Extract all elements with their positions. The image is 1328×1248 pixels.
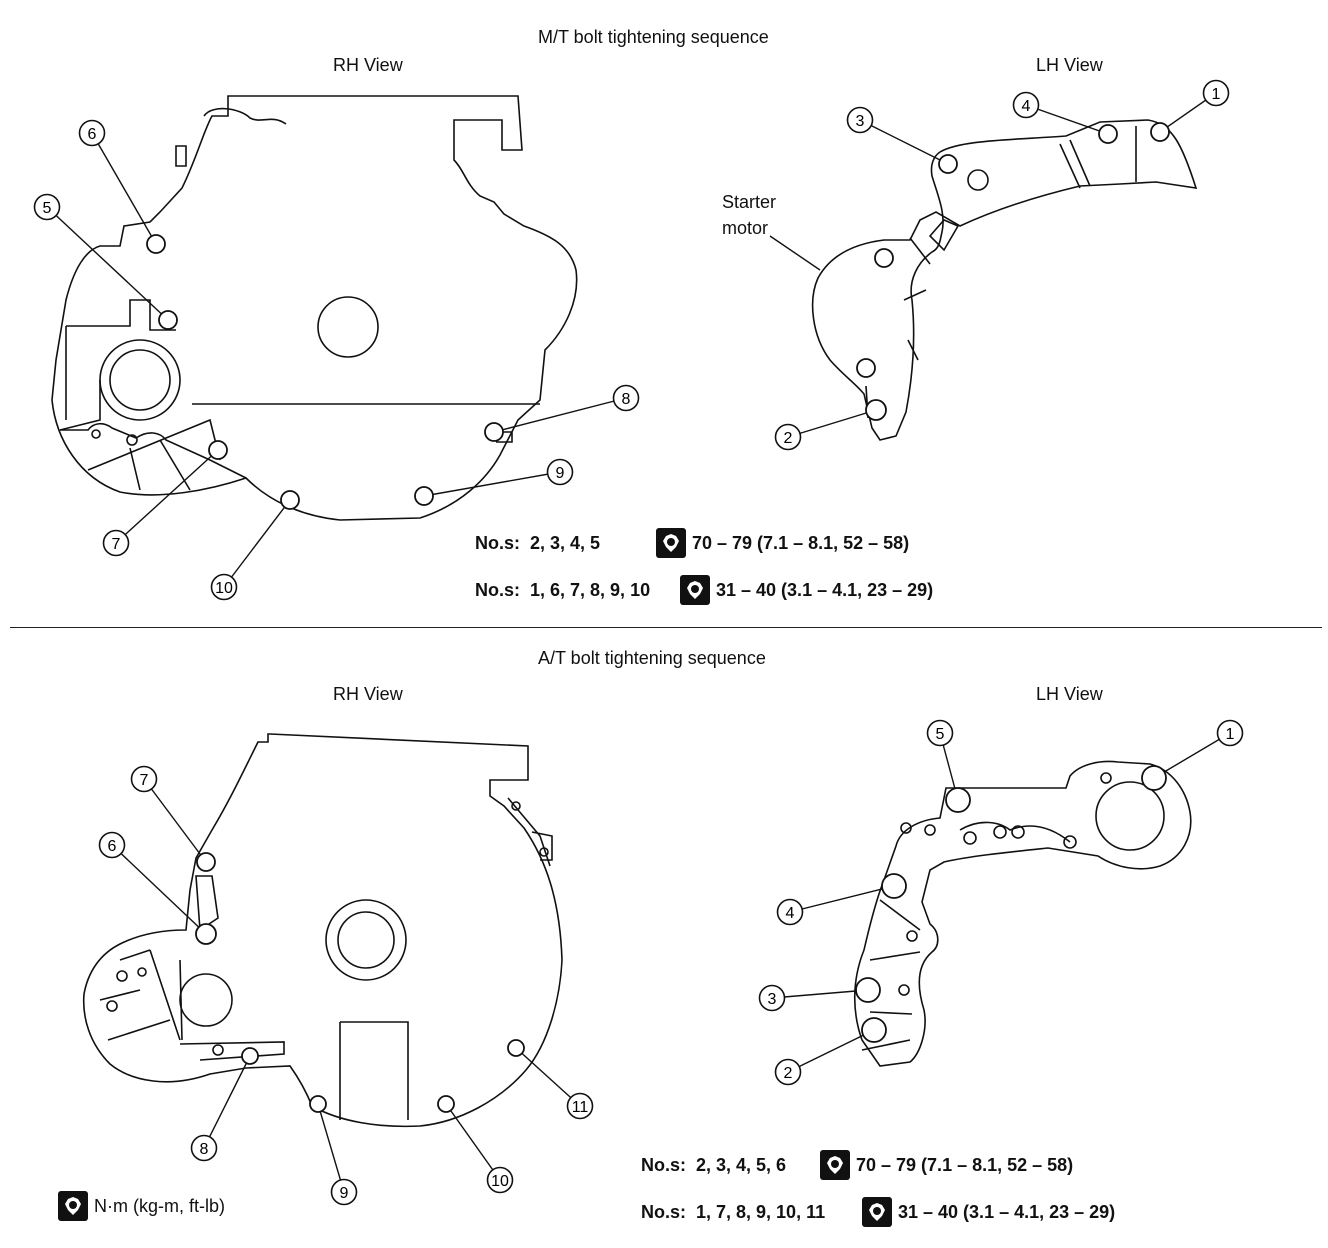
svg-text:1: 1 xyxy=(1212,86,1221,103)
svg-text:4: 4 xyxy=(786,905,795,922)
mt-lh-callout-4: 4 xyxy=(1012,91,1040,119)
mt-rh-callout-6: 6 xyxy=(78,119,106,147)
svg-text:5: 5 xyxy=(43,200,52,217)
at-rh-callout-6: 6 xyxy=(98,831,126,859)
at-torque-row-1: No.s: 2, 3, 4, 5, 6 70 – 79 (7.1 – 8.1, … xyxy=(641,1150,1073,1180)
torque-value: 31 – 40 (3.1 – 4.1, 23 – 29) xyxy=(898,1201,1116,1222)
at-rh-case xyxy=(82,733,563,1128)
svg-text:9: 9 xyxy=(556,465,565,482)
mt-rh-view-label: RH View xyxy=(333,55,403,75)
torque-prefix: No.s: xyxy=(641,1201,686,1222)
torque-numbers: 1, 6, 7, 8, 9, 10 xyxy=(530,579,651,600)
section-divider xyxy=(10,627,1322,628)
starter-label-1: Starter xyxy=(722,192,777,212)
torque-value: 70 – 79 (7.1 – 8.1, 52 – 58) xyxy=(856,1154,1074,1175)
torque-prefix: No.s: xyxy=(641,1154,686,1175)
at-lh-callout-3: 3 xyxy=(758,984,786,1012)
torque-numbers: 2, 3, 4, 5, 6 xyxy=(696,1154,787,1175)
legend-unit-text: N·m (kg-m, ft-lb) xyxy=(94,1195,225,1216)
leader-lines xyxy=(46,92,1231,1193)
at-rh-callout-10: 10 xyxy=(486,1166,514,1194)
mt-rh-callout-10: 10 xyxy=(210,573,238,601)
at-lh-callout-2: 2 xyxy=(774,1058,802,1086)
svg-text:8: 8 xyxy=(200,1141,209,1158)
svg-text:7: 7 xyxy=(112,536,121,553)
svg-text:4: 4 xyxy=(1022,98,1031,115)
mt-rh-callout-8: 8 xyxy=(612,384,640,412)
mt-title: M/T bolt tightening sequence xyxy=(538,27,769,47)
mt-rh-callout-9: 9 xyxy=(546,458,574,486)
svg-text:6: 6 xyxy=(88,126,97,143)
svg-text:2: 2 xyxy=(784,1065,793,1082)
at-rh-callout-8: 8 xyxy=(190,1134,218,1162)
at-lh-callout-1: 1 xyxy=(1216,719,1244,747)
mt-lh-callout-3: 3 xyxy=(846,106,874,134)
mt-lh-callout-1: 1 xyxy=(1202,79,1230,107)
torque-wrench-icon xyxy=(862,1197,892,1227)
mt-lh-starter xyxy=(811,119,1198,441)
svg-text:2: 2 xyxy=(784,430,793,447)
torque-value: 31 – 40 (3.1 – 4.1, 23 – 29) xyxy=(716,579,934,600)
torque-prefix: No.s: xyxy=(475,579,520,600)
bolt-holes xyxy=(146,122,1170,1113)
mt-lh-callout-2: 2 xyxy=(774,423,802,451)
svg-text:3: 3 xyxy=(856,113,865,130)
at-torque-row-2: No.s: 1, 7, 8, 9, 10, 11 31 – 40 (3.1 – … xyxy=(641,1197,1115,1227)
svg-text:1: 1 xyxy=(1226,726,1235,743)
svg-text:10: 10 xyxy=(215,580,233,597)
callouts: 6 5 7 8 9 10 1 2 3 4 7 6 8 9 10 11 1 2 3… xyxy=(33,79,1244,1206)
svg-text:11: 11 xyxy=(572,1099,589,1116)
torque-numbers: 1, 7, 8, 9, 10, 11 xyxy=(696,1201,826,1222)
svg-text:7: 7 xyxy=(140,772,149,789)
torque-value: 70 – 79 (7.1 – 8.1, 52 – 58) xyxy=(692,532,910,553)
svg-text:5: 5 xyxy=(936,726,945,743)
svg-text:9: 9 xyxy=(340,1185,349,1202)
mt-torque-row-1: No.s: 2, 3, 4, 5 70 – 79 (7.1 – 8.1, 52 … xyxy=(475,528,909,558)
at-rh-callout-7: 7 xyxy=(130,765,158,793)
mt-lh-view-label: LH View xyxy=(1036,55,1103,75)
svg-text:3: 3 xyxy=(768,991,777,1008)
torque-legend: N·m (kg-m, ft-lb) xyxy=(58,1191,225,1221)
svg-text:10: 10 xyxy=(491,1173,509,1190)
torque-wrench-icon xyxy=(656,528,686,558)
torque-wrench-icon xyxy=(58,1191,88,1221)
at-rh-callout-9: 9 xyxy=(330,1178,358,1206)
at-lh-callout-4: 4 xyxy=(776,898,804,926)
at-lh-view-label: LH View xyxy=(1036,684,1103,704)
torque-numbers: 2, 3, 4, 5 xyxy=(530,532,601,553)
torque-wrench-icon xyxy=(680,575,710,605)
mt-torque-row-2: No.s: 1, 6, 7, 8, 9, 10 31 – 40 (3.1 – 4… xyxy=(475,575,933,605)
mt-rh-callout-7: 7 xyxy=(102,529,130,557)
svg-text:6: 6 xyxy=(108,838,117,855)
mt-rh-callout-5: 5 xyxy=(33,193,61,221)
at-rh-view-label: RH View xyxy=(333,684,403,704)
mt-rh-case xyxy=(51,95,578,521)
at-rh-callout-11: 11 xyxy=(566,1092,594,1120)
starter-label-2: motor xyxy=(722,218,769,238)
svg-text:8: 8 xyxy=(622,391,631,408)
at-lh-callout-5: 5 xyxy=(926,719,954,747)
torque-wrench-icon xyxy=(820,1150,850,1180)
torque-prefix: No.s: xyxy=(475,532,520,553)
at-title: A/T bolt tightening sequence xyxy=(538,648,766,668)
at-lh-bracket xyxy=(853,760,1192,1067)
